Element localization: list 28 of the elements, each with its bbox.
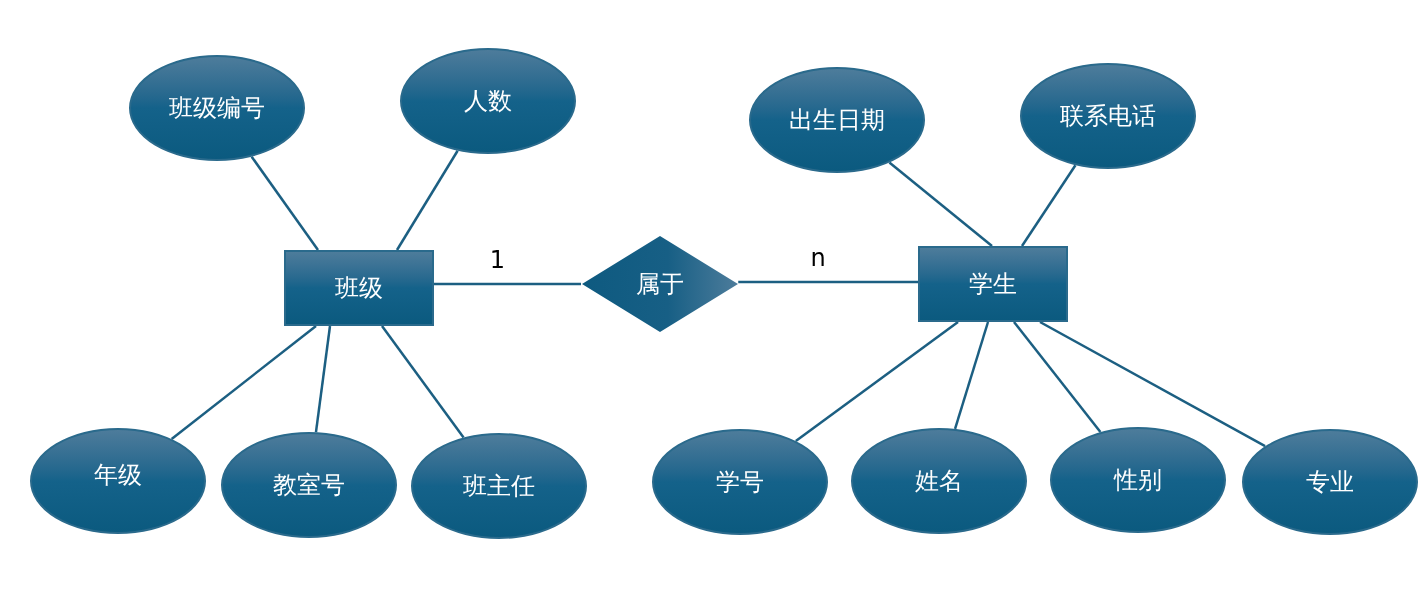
connector-line [314,325,332,433]
connector-line [434,282,581,286]
node-text: 姓名 [915,466,963,496]
node-text: 出生日期 [789,105,885,135]
node-text: 年级 [94,460,142,490]
node-text: 人数 [464,86,512,116]
connector-line [1039,320,1266,448]
connector-line [250,156,319,251]
node-text: 性别 [1114,465,1162,495]
node-text: 班主任 [463,471,535,501]
node-text: 班级 [335,273,383,303]
node-text: 学生 [969,269,1017,299]
entity-box [918,246,1068,322]
connector-line [381,325,465,439]
connector-line [953,321,990,430]
connector-line [888,161,993,247]
entity-box [284,250,434,326]
node-text: 班级编号 [169,93,265,123]
connector-line [738,280,918,284]
node-text: 教室号 [273,470,345,500]
relationship-diamond [581,235,739,333]
node-text: 专业 [1306,467,1354,497]
node-text: 属于 [636,269,684,299]
connector-line [795,321,959,443]
connector-line [170,325,317,440]
connector-line [1013,321,1102,433]
node-text: 学号 [716,467,764,497]
node-text: 联系电话 [1060,101,1156,131]
